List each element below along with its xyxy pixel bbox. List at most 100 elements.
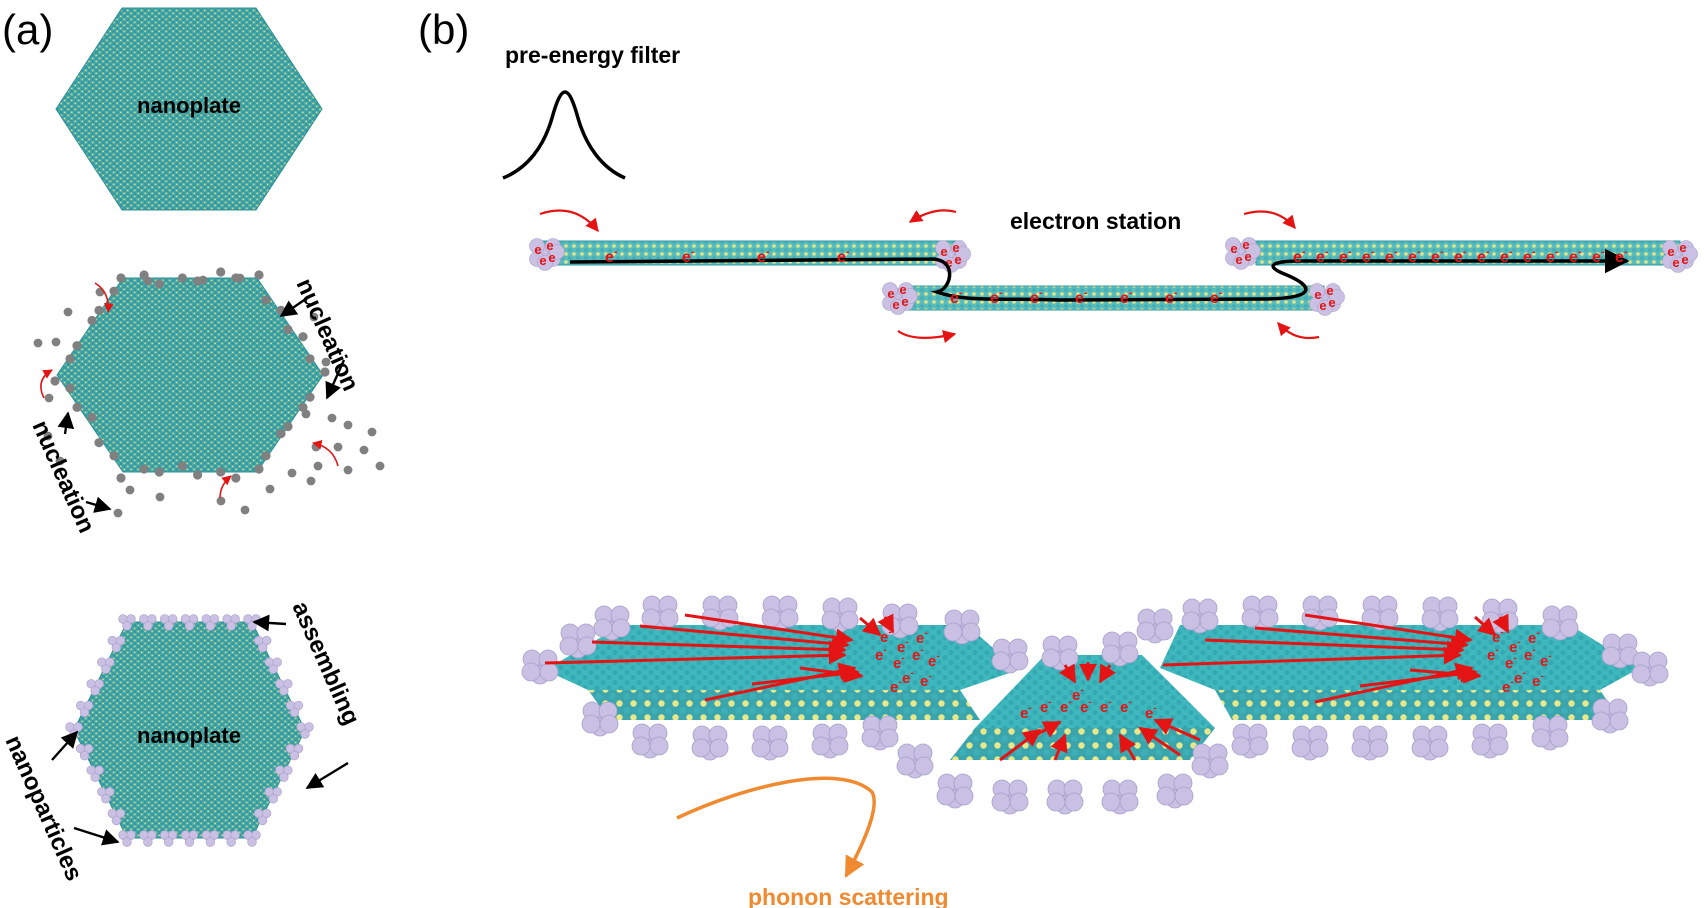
nanoparticle-atom bbox=[163, 621, 174, 631]
electron-charge: - bbox=[1129, 287, 1133, 299]
nanoparticle-atom bbox=[126, 614, 136, 624]
station-electron: e bbox=[940, 244, 947, 259]
junction-particle-atom bbox=[577, 636, 597, 656]
plate-electron-charge: - bbox=[1068, 697, 1071, 708]
junction-particle-atom bbox=[751, 738, 771, 758]
station-electron: e bbox=[534, 242, 541, 257]
junction-particle-atom bbox=[599, 714, 619, 734]
junction-nanoparticle bbox=[559, 623, 597, 659]
plate-electron: e- bbox=[1120, 697, 1132, 716]
nanoparticle-cluster bbox=[75, 743, 94, 761]
junction-nanoparticle bbox=[691, 725, 729, 761]
plate-electron: e- bbox=[1020, 703, 1032, 722]
nanoparticle-cluster bbox=[296, 722, 314, 739]
nucleus-dot bbox=[87, 315, 97, 326]
nanoparticle-atom bbox=[257, 815, 268, 826]
nanoparticle-atom bbox=[283, 765, 293, 775]
nucleus-dot bbox=[125, 485, 135, 495]
plate-electron: e- bbox=[1487, 645, 1499, 664]
junction-particle-atom bbox=[1489, 736, 1509, 756]
nucleus-dot bbox=[116, 473, 126, 483]
nanoparticle-atom bbox=[143, 837, 153, 847]
electron-charge: - bbox=[1601, 246, 1605, 258]
junction-particle-atom bbox=[593, 618, 613, 638]
plate-electron-charge: - bbox=[1495, 645, 1498, 656]
junction-particle-atom bbox=[691, 738, 711, 758]
nanoparticle-cluster bbox=[253, 808, 272, 826]
station-atom bbox=[1670, 257, 1686, 273]
station-electron: e bbox=[1235, 252, 1242, 267]
electron-charge: - bbox=[1371, 246, 1375, 258]
electron-charge: - bbox=[1302, 246, 1306, 258]
nucleus-dot bbox=[198, 275, 208, 285]
junction-particle-atom bbox=[1609, 711, 1629, 731]
station-atom bbox=[1317, 300, 1333, 316]
junction-particle-atom bbox=[839, 610, 859, 630]
junction-nanoparticle bbox=[1156, 773, 1194, 809]
nucleus-dot bbox=[301, 409, 311, 419]
nucleus-dot bbox=[177, 273, 188, 283]
electron-charge: - bbox=[1325, 246, 1329, 258]
plate-electron-charge: - bbox=[936, 651, 939, 662]
junction-particle-atom bbox=[1174, 786, 1194, 806]
nucleus-dot bbox=[51, 337, 61, 347]
junction-nanoparticle bbox=[1531, 715, 1569, 751]
nanoparticle-cluster bbox=[275, 765, 293, 782]
nucleus-dot bbox=[254, 464, 264, 474]
electron-flow-arrow bbox=[684, 613, 854, 647]
station-electron: e bbox=[1230, 241, 1237, 256]
panel-b-label: (b) bbox=[418, 6, 469, 53]
electron-flow-arrow bbox=[544, 646, 847, 665]
plate-electron: e- bbox=[1080, 697, 1092, 716]
station-electron: e bbox=[887, 286, 894, 301]
station-electron: e bbox=[1242, 237, 1249, 252]
plate-electron: e- bbox=[880, 627, 892, 646]
junction-nanoparticle bbox=[1351, 725, 1389, 761]
junction-nanoparticle bbox=[896, 743, 934, 779]
nucleus-dot bbox=[321, 357, 331, 367]
electron-charge: - bbox=[1624, 246, 1628, 258]
electron-charge: - bbox=[1578, 246, 1582, 258]
junction-particle-atom bbox=[943, 622, 963, 642]
plate-electron: e- bbox=[912, 645, 924, 664]
nanoparticle-cluster bbox=[159, 830, 178, 847]
junction-nanoparticle bbox=[1601, 633, 1639, 669]
electron-charge: - bbox=[1348, 246, 1352, 258]
electron-charge: - bbox=[1532, 246, 1536, 258]
electron-flow-arrow bbox=[1304, 613, 1473, 647]
junction-particle-atom bbox=[899, 616, 919, 636]
junction-nanoparticle bbox=[641, 595, 679, 631]
nucleus-dot bbox=[359, 445, 369, 455]
pre-energy-filter-label: pre-energy filter bbox=[505, 42, 680, 68]
junction-particle-atom bbox=[1309, 738, 1329, 758]
electron-transport-path bbox=[569, 248, 1630, 302]
nanoparticle-atom bbox=[268, 794, 278, 804]
station-electron: e bbox=[1667, 244, 1674, 259]
nanoparticle-atom bbox=[105, 657, 115, 667]
nucleus-dot bbox=[65, 383, 75, 393]
nanoparticle-cluster bbox=[264, 657, 282, 674]
nanoparticle-cluster bbox=[222, 830, 240, 847]
junction-particle-atom bbox=[991, 792, 1011, 812]
nucleus-dot bbox=[309, 312, 319, 322]
nanoparticle-cluster bbox=[201, 614, 220, 631]
junction-nanoparticle bbox=[1411, 725, 1449, 761]
nucleus-dot bbox=[216, 467, 226, 477]
station-electron: e bbox=[901, 294, 908, 309]
junction-particle-atom bbox=[1549, 728, 1569, 748]
junction-nanoparticle bbox=[1291, 725, 1329, 761]
junction-nanoparticle bbox=[1046, 779, 1084, 815]
nanoparticle-atom bbox=[105, 787, 115, 797]
junction-particle-atom bbox=[1154, 621, 1174, 641]
nanoparticle-atom bbox=[289, 750, 300, 761]
junction-nanoparticle bbox=[1421, 596, 1459, 632]
station-electron: e bbox=[1679, 240, 1686, 255]
nanoparticle-atom bbox=[167, 830, 178, 840]
electron-flow-arrow bbox=[1059, 663, 1077, 684]
nucleus-dot bbox=[298, 402, 308, 412]
junction-nanoparticle bbox=[861, 715, 899, 751]
